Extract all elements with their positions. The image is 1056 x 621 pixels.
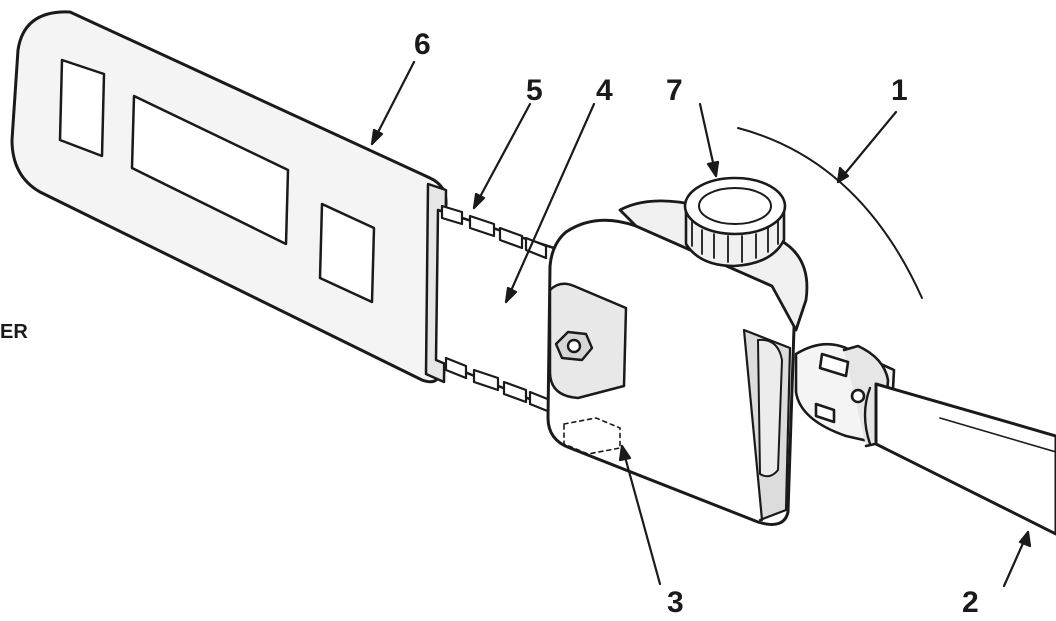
arrowhead-5 bbox=[472, 192, 486, 210]
arrowhead-1 bbox=[836, 166, 850, 184]
arrowhead-6 bbox=[370, 128, 384, 146]
leader-line-1 bbox=[836, 110, 898, 184]
oil-tank-cap bbox=[683, 176, 787, 268]
arrowhead-3 bbox=[618, 444, 632, 462]
callout-1: 1 bbox=[891, 74, 908, 107]
scabbard-cover bbox=[10, 10, 448, 384]
rotation-arc bbox=[737, 127, 923, 299]
callout-4: 4 bbox=[596, 74, 613, 107]
bar-nut bbox=[554, 330, 594, 362]
arrowhead-2 bbox=[1018, 530, 1032, 548]
leader-line-5 bbox=[472, 102, 532, 210]
callout-3: 3 bbox=[667, 586, 684, 619]
saw-chain bbox=[440, 204, 552, 414]
callout-7: 7 bbox=[666, 74, 683, 107]
leader-line-6 bbox=[370, 60, 416, 146]
callout-5: 5 bbox=[526, 74, 543, 107]
leader-line-4 bbox=[504, 102, 596, 304]
shaft-tube bbox=[863, 382, 1056, 536]
leader-lines bbox=[370, 60, 1032, 588]
callout-2: 2 bbox=[962, 586, 979, 619]
leader-line-3 bbox=[620, 444, 662, 586]
arrowhead-4 bbox=[504, 286, 518, 304]
arrowhead-7 bbox=[706, 160, 720, 178]
gear-case bbox=[546, 199, 809, 526]
callout-6: 6 bbox=[414, 28, 431, 61]
side-label: ER bbox=[0, 321, 28, 343]
